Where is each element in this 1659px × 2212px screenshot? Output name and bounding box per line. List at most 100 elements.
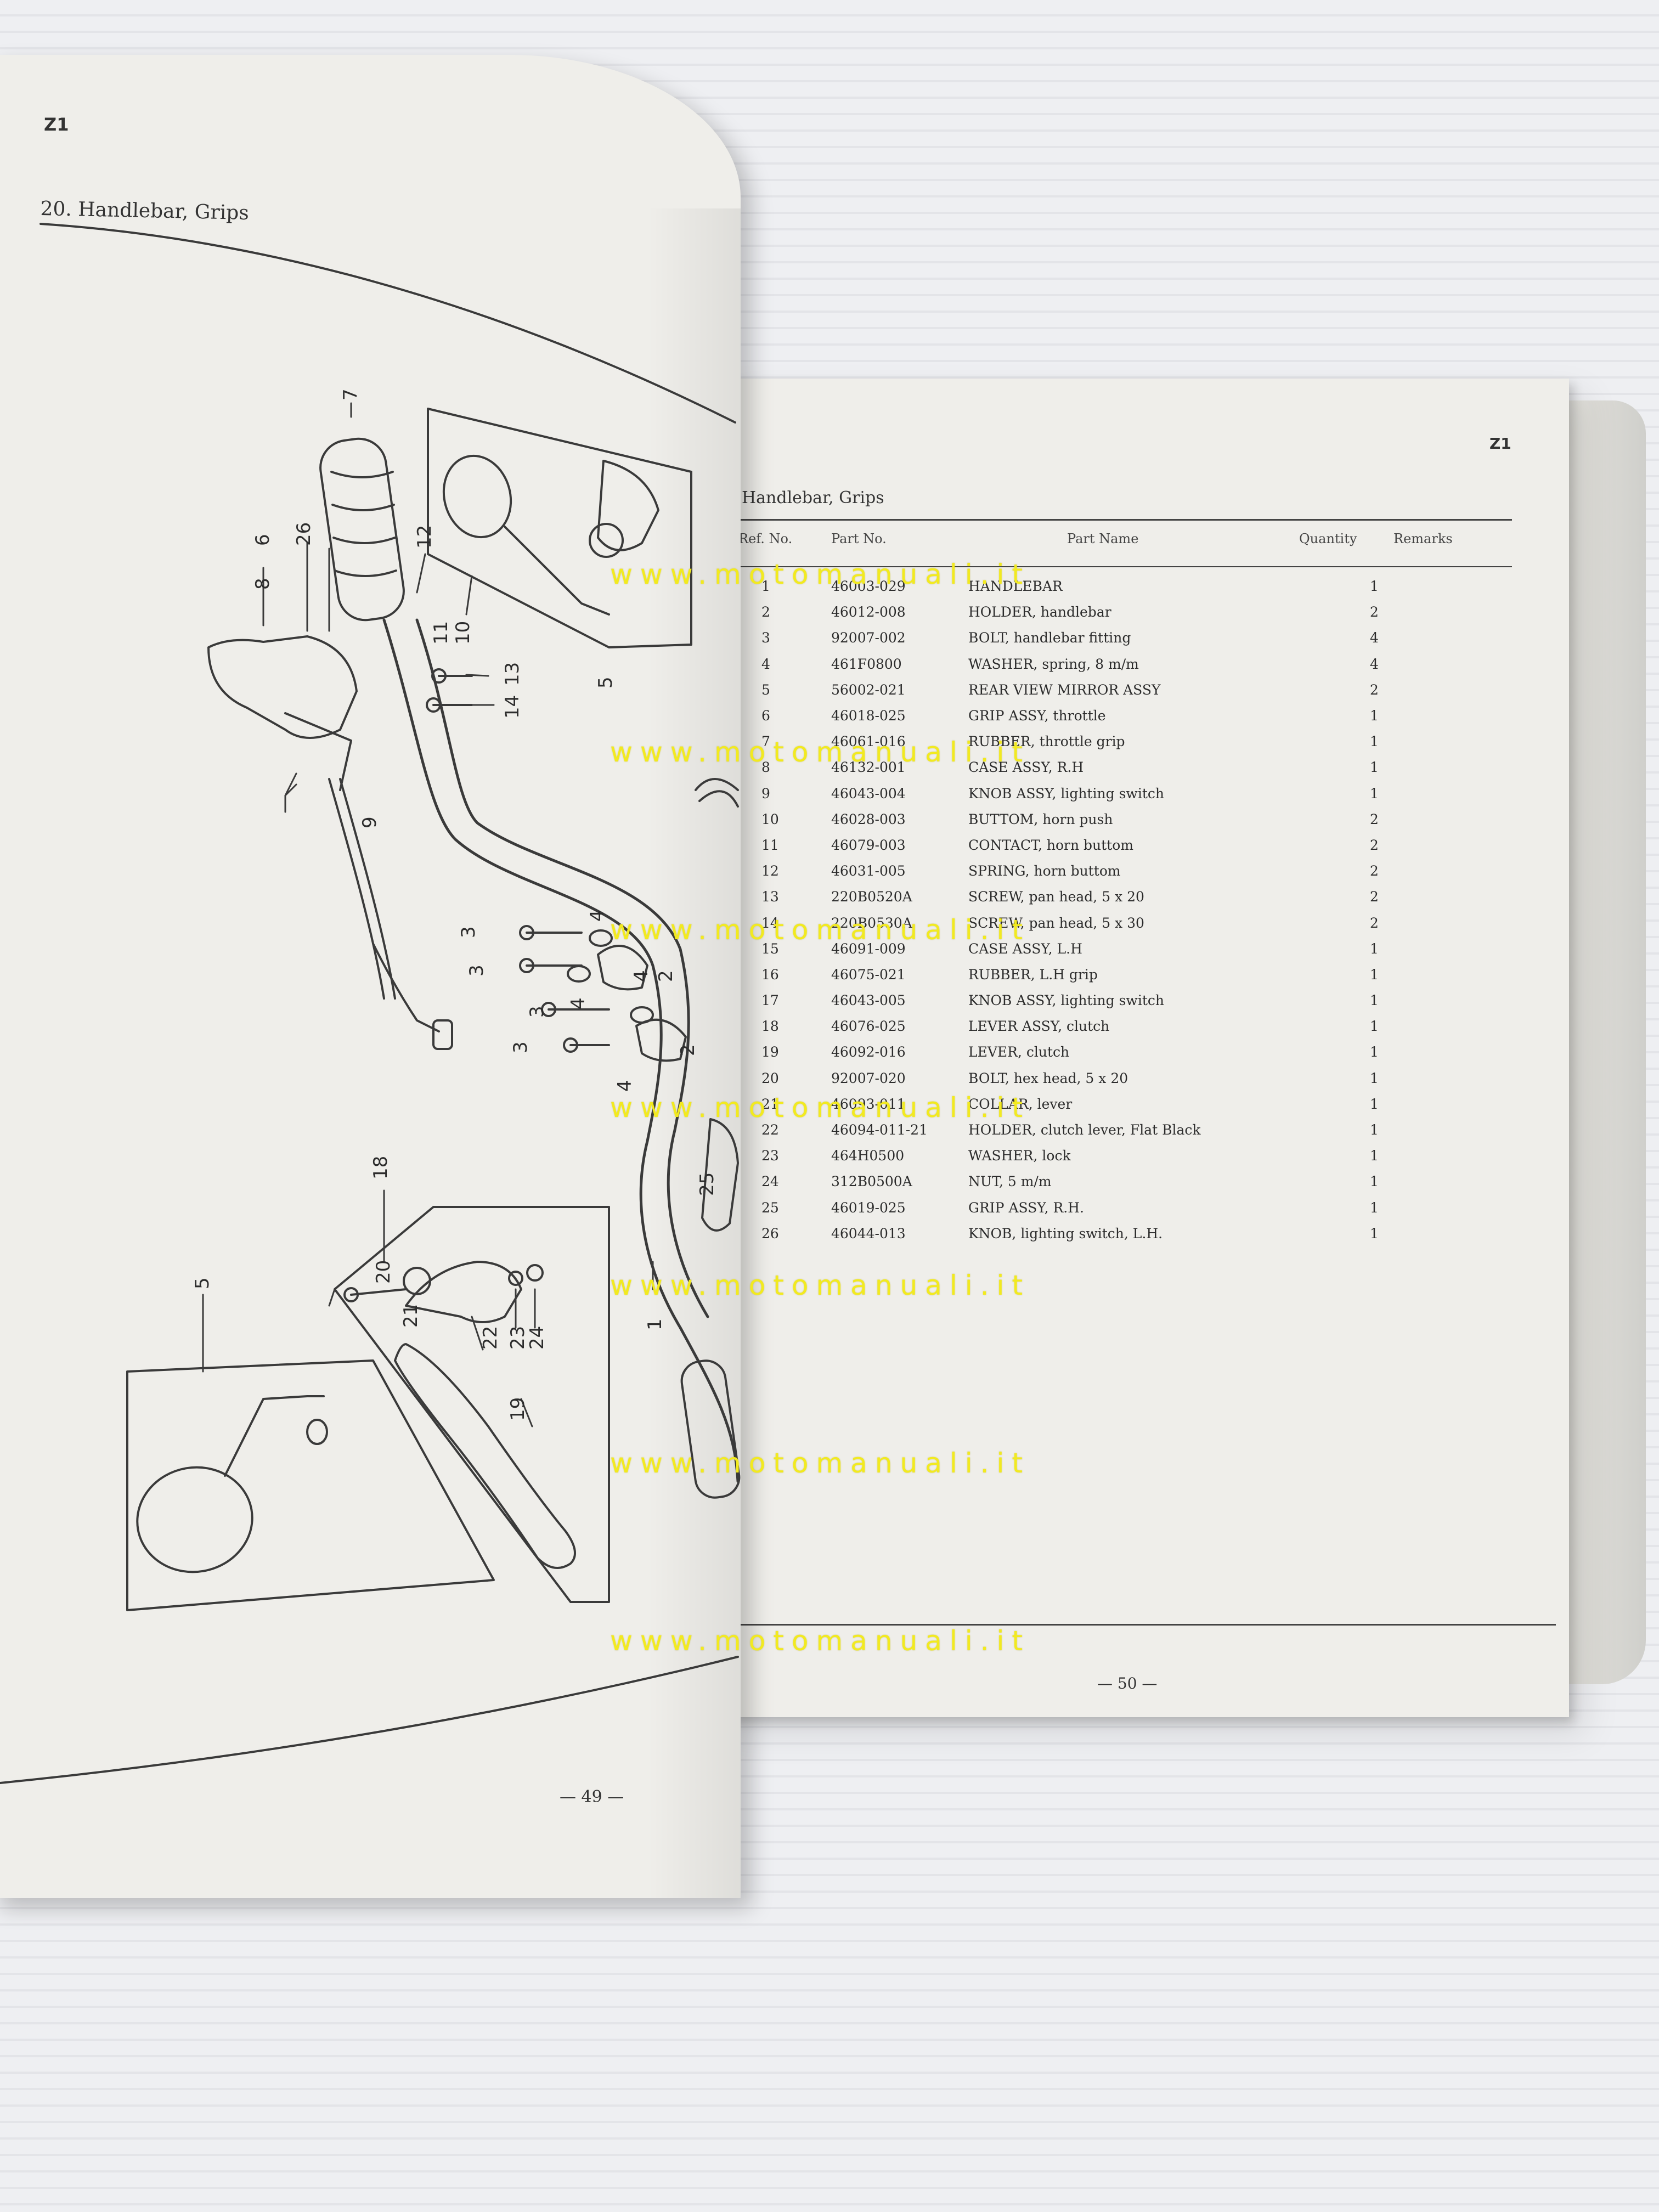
part-name-cell: SCREW, pan head, 5 x 20 [968,889,1144,905]
part-name-cell: CASE ASSY, L.H [968,940,1082,957]
column-header-quantity: Quantity [1299,531,1357,546]
part-no-cell: 46031-005 [831,863,906,879]
quantity-cell: 1 [1370,1018,1379,1035]
callout-4a: 4 [586,910,608,922]
callout-6: 6 [252,534,274,546]
callout-4c: 4 [567,997,589,1009]
ref-no-cell: 7 [761,733,770,750]
part-name-cell: REAR VIEW MIRROR ASSY [968,681,1161,698]
part-name-cell: HOLDER, clutch lever, Flat Black [968,1122,1201,1138]
part-name-cell: LEVER ASSY, clutch [968,1018,1110,1035]
header-rule [741,519,1512,521]
ref-no-cell: 5 [761,681,770,698]
handlebar-tube [382,618,740,1483]
callout-24: 24 [526,1326,548,1350]
footer-rule [741,1624,1556,1626]
callout-1: 1 [644,1318,666,1330]
part-name-cell: KNOB ASSY, lighting switch [968,992,1164,1009]
part-name-cell: HANDLEBAR [968,578,1063,595]
part-name-cell: CONTACT, horn buttom [968,837,1133,853]
callout-19: 19 [507,1397,529,1421]
callout-21: 21 [400,1304,422,1328]
ref-no-cell: 8 [761,759,770,776]
watermark-6: www.motomanuali.it [610,1447,1031,1479]
ref-no-cell: 6 [761,708,770,724]
quantity-cell: 1 [1370,1199,1379,1216]
ref-no-cell: 18 [761,1018,779,1035]
clutch-lever [394,1343,576,1569]
right-grip [319,437,405,622]
right-page-model-code: Z1 [1489,435,1511,453]
part-no-cell: 46132-001 [831,759,906,776]
right-page [713,379,1569,1717]
switch-housing-rh [207,635,358,739]
part-no-cell: 46061-016 [831,733,906,750]
part-no-cell: 46044-013 [831,1225,906,1242]
part-no-cell: 312B0500A [831,1173,912,1190]
callout-23: 23 [507,1326,529,1350]
column-header-part: Part No. [831,531,887,546]
part-name-cell: LEVER, clutch [968,1044,1070,1060]
callout-4d: 4 [614,1080,636,1092]
column-header-name: Part Name [1067,531,1139,546]
ref-no-cell: 12 [761,863,779,879]
quantity-cell: 1 [1370,578,1379,595]
ref-no-cell: 10 [761,811,779,827]
callout-25: 26 [293,522,315,546]
quantity-cell: 2 [1370,681,1379,698]
quantity-cell: 1 [1370,1148,1379,1164]
ref-no-cell: 1 [761,578,770,595]
quantity-cell: 4 [1370,656,1379,672]
left-page-model-code: Z1 [44,114,69,135]
header-underline [741,566,1512,567]
part-no-cell: 46092-016 [831,1044,906,1060]
callout-22: 22 [479,1326,501,1350]
ref-no-cell: 2 [761,604,770,620]
part-name-cell: BUTTOM, horn push [968,811,1113,827]
column-header-ref: Ref. No. [738,531,793,546]
callout-10: 10 [452,621,474,645]
part-name-cell: WASHER, lock [968,1148,1071,1164]
ref-no-cell: 15 [761,940,779,957]
part-name-cell: SCREW, pan head, 5 x 30 [968,915,1144,931]
part-no-cell: 46091-009 [831,940,906,957]
part-no-cell: 46079-003 [831,837,906,853]
callout-4b: 4 [630,970,652,982]
column-header-remarks: Remarks [1393,531,1453,546]
quantity-cell: 2 [1370,863,1379,879]
ref-no-cell: 11 [761,837,779,853]
quantity-cell: 1 [1370,759,1379,776]
ref-no-cell: 20 [761,1070,779,1086]
quantity-cell: 1 [1370,1070,1379,1086]
part-name-cell: HOLDER, handlebar [968,604,1111,620]
callout-3d: 3 [510,1041,532,1053]
part-no-cell: 461F0800 [831,656,902,672]
ref-no-cell: 22 [761,1122,779,1138]
part-name-cell: RUBBER, L.H grip [968,966,1098,983]
left-grip [680,1359,741,1499]
part-no-cell: 46043-004 [831,785,906,802]
part-no-cell: 46012-008 [831,604,906,620]
ref-no-cell: 13 [761,889,779,905]
quantity-cell: 1 [1370,1044,1379,1060]
part-name-cell: RUBBER, throttle grip [968,733,1125,750]
part-name-cell: BOLT, hex head, 5 x 20 [968,1070,1128,1086]
page-stack-edge [1564,400,1646,1684]
quantity-cell: 1 [1370,1173,1379,1190]
quantity-cell: 2 [1370,604,1379,620]
